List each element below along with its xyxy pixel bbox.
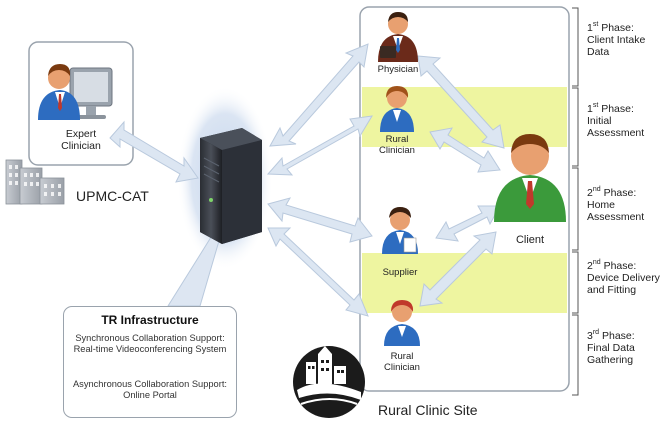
arrow-physician-client <box>417 55 505 149</box>
connection-arrows <box>109 43 505 317</box>
arrow-server-rural1 <box>266 115 373 176</box>
arrow-server-supplier <box>267 197 373 243</box>
arrow-rural1-client <box>429 127 501 173</box>
rural-clinician-1-icon <box>380 86 414 132</box>
expert-clinician-label: Expert Clinician <box>61 128 101 153</box>
phase-brackets <box>572 7 579 396</box>
client-label: Client <box>515 234 545 246</box>
arrow-expert-server <box>109 120 199 183</box>
physician-icon <box>378 12 418 62</box>
physician-label: Physician <box>377 64 419 75</box>
tr-async-text: Asynchronous Collaboration Support: Onli… <box>72 379 227 401</box>
tr-infrastructure-title: TR Infrastructure <box>101 313 199 327</box>
supplier-label: Supplier <box>382 267 418 278</box>
phase-label-5: 3rd Phase: Final Data Gathering <box>587 329 635 367</box>
supplier-icon <box>382 207 418 254</box>
rural-clinician-2-label: Rural Clinician <box>384 351 420 373</box>
arrow-rural2-client <box>419 231 497 307</box>
rural-clinic-site-label: Rural Clinic Site <box>378 402 478 418</box>
phase-label-4: 2nd Phase: Device Delivery and Fitting <box>587 259 660 297</box>
expert-clinician-icon <box>38 64 113 120</box>
rural-clinic-logo-icon <box>293 346 365 418</box>
rural-clinician-1-label: Rural Clinician <box>379 134 415 156</box>
tr-sync-text: Synchronous Collaboration Support: Real-… <box>73 333 227 355</box>
tr-infrastructure-box: TR Infrastructure Synchronous Collaborat… <box>63 306 237 418</box>
rural-clinician-2-icon <box>384 300 420 346</box>
server-icon <box>200 128 262 244</box>
arrow-server-physician <box>269 43 369 147</box>
upmc-cat-label: UPMC-CAT <box>76 188 149 204</box>
rural-clinic-site-box <box>359 6 570 392</box>
phase-label-3: 2nd Phase: Home Assessment <box>587 186 645 224</box>
phase-label-2: 1st Phase: Initial Assessment <box>587 102 645 140</box>
phase-label-1: 1st Phase: Client Intake Data <box>587 21 646 59</box>
client-icon <box>494 134 566 222</box>
arrow-server-rural2 <box>267 227 369 317</box>
upmc-building-icon <box>5 159 65 205</box>
